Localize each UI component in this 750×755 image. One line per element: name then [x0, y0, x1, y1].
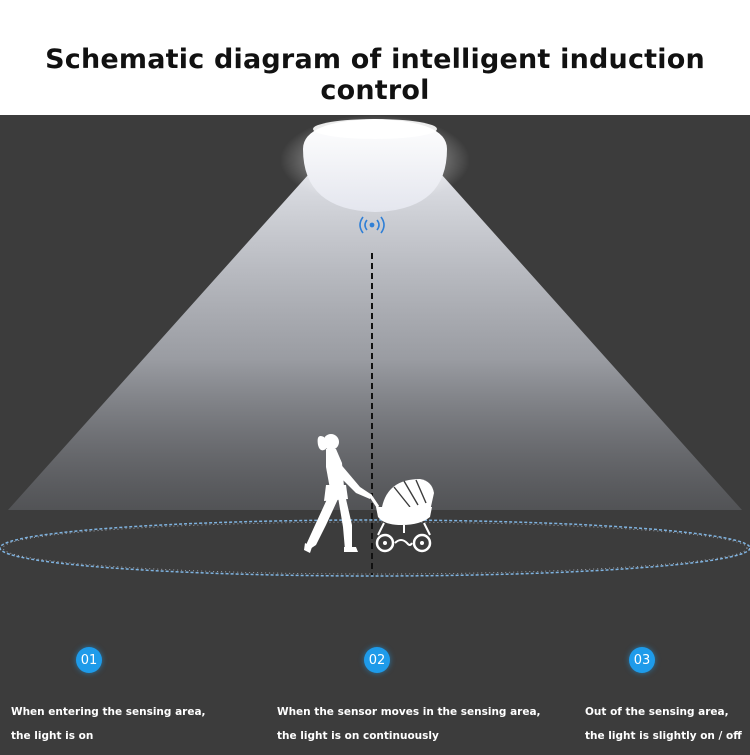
step-01-line1: When entering the sensing area,: [11, 706, 206, 718]
step-03-line2: the light is slightly on / off: [585, 730, 742, 742]
step-03-line1: Out of the sensing area,: [585, 706, 729, 718]
header: Schematic diagram of intelligent inducti…: [0, 0, 750, 115]
step-02-line2: the light is on continuously: [277, 730, 439, 742]
woman-pushing-stroller-icon: [304, 434, 372, 553]
diagram-scene: 01 When entering the sensing area, the l…: [0, 115, 750, 755]
radar-signal-icon: [359, 216, 385, 234]
step-badge-03: 03: [629, 647, 655, 673]
ceiling-lamp-icon: [280, 115, 470, 212]
step-badge-01: 01: [76, 647, 102, 673]
step-01-line2: the light is on: [11, 730, 94, 742]
page-title: Schematic diagram of intelligent inducti…: [45, 44, 705, 106]
light-beam: [8, 175, 742, 510]
stroller: [368, 479, 434, 553]
step-badge-02: 02: [364, 647, 390, 673]
step-02-line1: When the sensor moves in the sensing are…: [277, 706, 541, 718]
sensing-area-ring: [0, 519, 750, 577]
diagram-svg: [0, 115, 750, 577]
